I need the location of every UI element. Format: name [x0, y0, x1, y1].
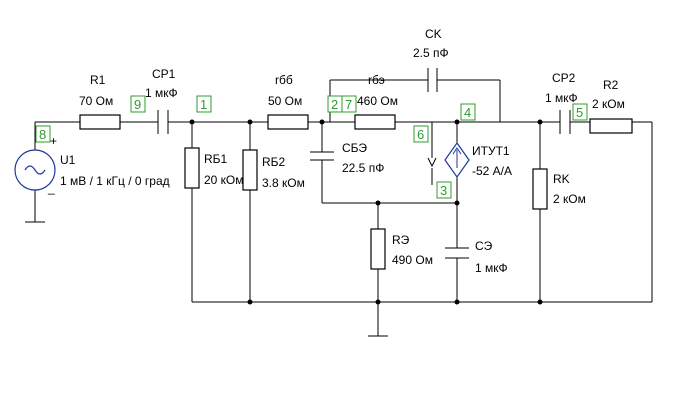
node-2: 2	[331, 97, 338, 112]
rb1-value: 20 кОм	[204, 173, 244, 187]
rbe-name: rбэ	[368, 73, 385, 87]
node-8: 8	[39, 127, 46, 142]
re-name: RЭ	[392, 233, 410, 247]
u1-plus-label: +	[50, 134, 57, 148]
node-6: 6	[417, 127, 424, 142]
r2-value: 2 кОм	[592, 97, 625, 111]
resistor-rk[interactable]	[532, 168, 548, 210]
rk-value: 2 кОм	[553, 192, 586, 206]
cp2-value: 1 мкФ	[545, 91, 578, 105]
rbe-value: 460 Ом	[357, 94, 398, 108]
capacitor-cp1[interactable]	[157, 110, 169, 134]
ck-value: 2.5 пФ	[413, 46, 449, 60]
capacitor-ck[interactable]	[427, 68, 438, 92]
node-5: 5	[576, 105, 583, 120]
resistor-r1[interactable]	[79, 114, 121, 130]
resistor-rb1[interactable]	[184, 147, 200, 189]
ground-icon	[25, 221, 388, 337]
rbb-name: rбб	[275, 73, 293, 87]
capacitor-ce[interactable]	[445, 247, 469, 259]
resistor-re[interactable]	[370, 228, 386, 270]
resistor-rbe[interactable]	[354, 114, 396, 130]
wires	[34, 79, 653, 336]
cp1-value: 1 мкФ	[145, 86, 178, 100]
junction-dots	[189, 119, 543, 305]
rb2-name: RБ2	[262, 155, 286, 169]
ce-name: CЭ	[475, 239, 493, 253]
node-9: 9	[134, 97, 141, 112]
voltage-source-u1[interactable]	[14, 149, 56, 191]
resistor-rbb[interactable]	[267, 114, 309, 130]
itut1-name: ИТУТ1	[472, 144, 510, 158]
node-4: 4	[464, 105, 471, 120]
cp2-name: CP2	[552, 71, 576, 85]
resistor-rb2[interactable]	[242, 149, 258, 191]
cbe-value: 22.5 пФ	[342, 161, 384, 175]
r1-value: 70 Ом	[79, 94, 113, 108]
rk-name: RK	[553, 172, 570, 186]
u1-name: U1	[60, 153, 76, 167]
dependent-current-source-itut1[interactable]	[444, 141, 470, 179]
rb2-value: 3.8 кОм	[262, 176, 305, 190]
cp1-name: CP1	[152, 67, 176, 81]
rbb-value: 50 Ом	[268, 94, 302, 108]
resistor-r2[interactable]	[589, 118, 633, 134]
cbe-name: CБЭ	[342, 141, 367, 155]
capacitor-cbe[interactable]	[310, 151, 334, 161]
rb1-name: RБ1	[204, 152, 228, 166]
node-7: 7	[345, 97, 352, 112]
r1-name: R1	[90, 73, 106, 87]
re-value: 490 Ом	[392, 253, 433, 267]
ck-name: CK	[425, 27, 442, 41]
r2-name: R2	[603, 78, 619, 92]
u1-minus-label: _	[47, 181, 55, 195]
u1-value: 1 мВ / 1 кГц / 0 град	[60, 174, 170, 188]
itut1-value: -52 А/А	[472, 164, 512, 178]
node-labels: 8 9 1 2 7 6 3 4 5	[35, 95, 588, 199]
node-3: 3	[440, 183, 447, 198]
capacitor-cp2[interactable]	[559, 110, 571, 134]
node-1: 1	[200, 97, 207, 112]
ce-value: 1 мкФ	[475, 261, 508, 275]
control-arrow-icon	[427, 157, 437, 168]
